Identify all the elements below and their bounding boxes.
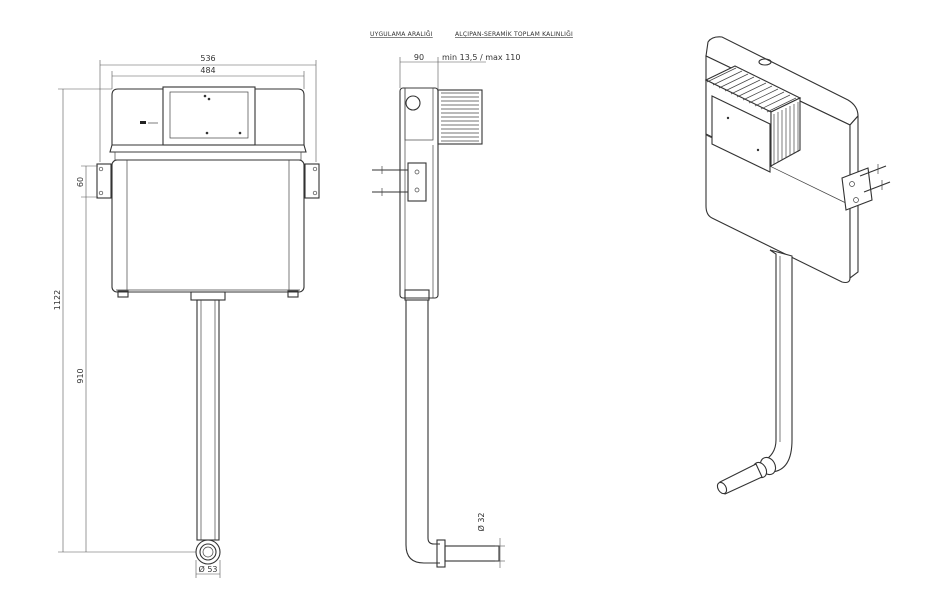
- dim-bracket-gap: 60: [76, 177, 85, 187]
- dim-outlet-diameter: Ø 32: [476, 512, 486, 531]
- label-application-range: UYGULAMA ARALIĞI: [370, 31, 433, 38]
- front-view: [96, 86, 320, 565]
- isometric-view: [704, 36, 891, 495]
- label-total-thickness: ALÇIPAN-SERAMİK TOPLAM KALINLIĞI: [455, 31, 573, 38]
- corrugation: [441, 92, 479, 142]
- iso-corrugation: [706, 67, 799, 164]
- side-dimensions: [399, 57, 505, 568]
- dim-total-height: 1122: [53, 290, 62, 310]
- side-view: [372, 87, 500, 568]
- dim-depth: 90: [414, 53, 424, 62]
- dim-pipe-diameter: Ø 53: [198, 564, 217, 574]
- dim-pipe-height: 910: [76, 368, 85, 383]
- dim-outer-width: 536: [200, 54, 215, 63]
- front-dimension-labels: 536 484 1122 910 60 Ø 53: [53, 54, 218, 574]
- dim-range: min 13,5 / max 110: [442, 53, 520, 62]
- front-dimensions: [58, 60, 317, 578]
- side-dimension-labels: 90 min 13,5 / max 110 Ø 32: [414, 53, 521, 532]
- dim-inner-width: 484: [200, 66, 215, 75]
